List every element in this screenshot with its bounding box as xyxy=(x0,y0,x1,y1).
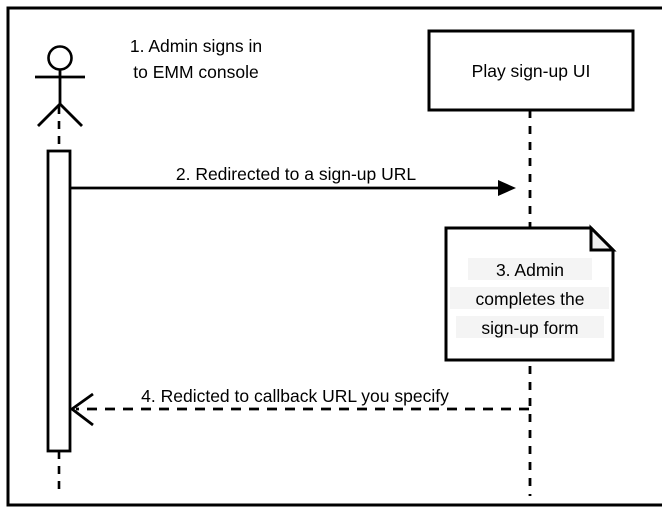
participant-label: Play sign-up UI xyxy=(472,61,591,81)
message-4-label: 4. Redicted to callback URL you specify xyxy=(141,386,449,406)
note-3-line-1: 3. Admin xyxy=(496,260,564,280)
activation-bar-admin xyxy=(46,149,72,453)
participant-play-signup-ui: Play sign-up UI xyxy=(427,29,635,496)
message-2-label: 2. Redirected to a sign-up URL xyxy=(176,164,417,184)
message-2-arrowhead xyxy=(498,180,516,196)
note-3-line-2: completes the xyxy=(476,289,585,309)
note-3-line-3: sign-up form xyxy=(481,318,578,338)
stick-figure-actor-icon xyxy=(35,45,85,127)
actor-admin xyxy=(35,45,85,496)
message-4-redirect-to-callback-url: 4. Redicted to callback URL you specify xyxy=(69,386,529,427)
note-3-admin-completes-form: 3. Admin completes the sign-up form xyxy=(444,224,617,362)
annotation-step-1-line-2: to EMM console xyxy=(133,62,258,82)
message-2-redirected-to-signup-url: 2. Redirected to a sign-up URL xyxy=(70,164,516,196)
annotation-step-1: 1. Admin signs in to EMM console xyxy=(130,36,262,82)
note-fold-corner-icon xyxy=(589,224,617,252)
annotation-step-1-line-1: 1. Admin signs in xyxy=(130,36,262,56)
note-line-1-highlight xyxy=(468,258,592,280)
participant-box xyxy=(427,29,635,112)
message-4-arrowhead xyxy=(69,392,94,427)
note-line-3-highlight xyxy=(456,316,604,338)
note-line-2-highlight xyxy=(450,287,609,309)
